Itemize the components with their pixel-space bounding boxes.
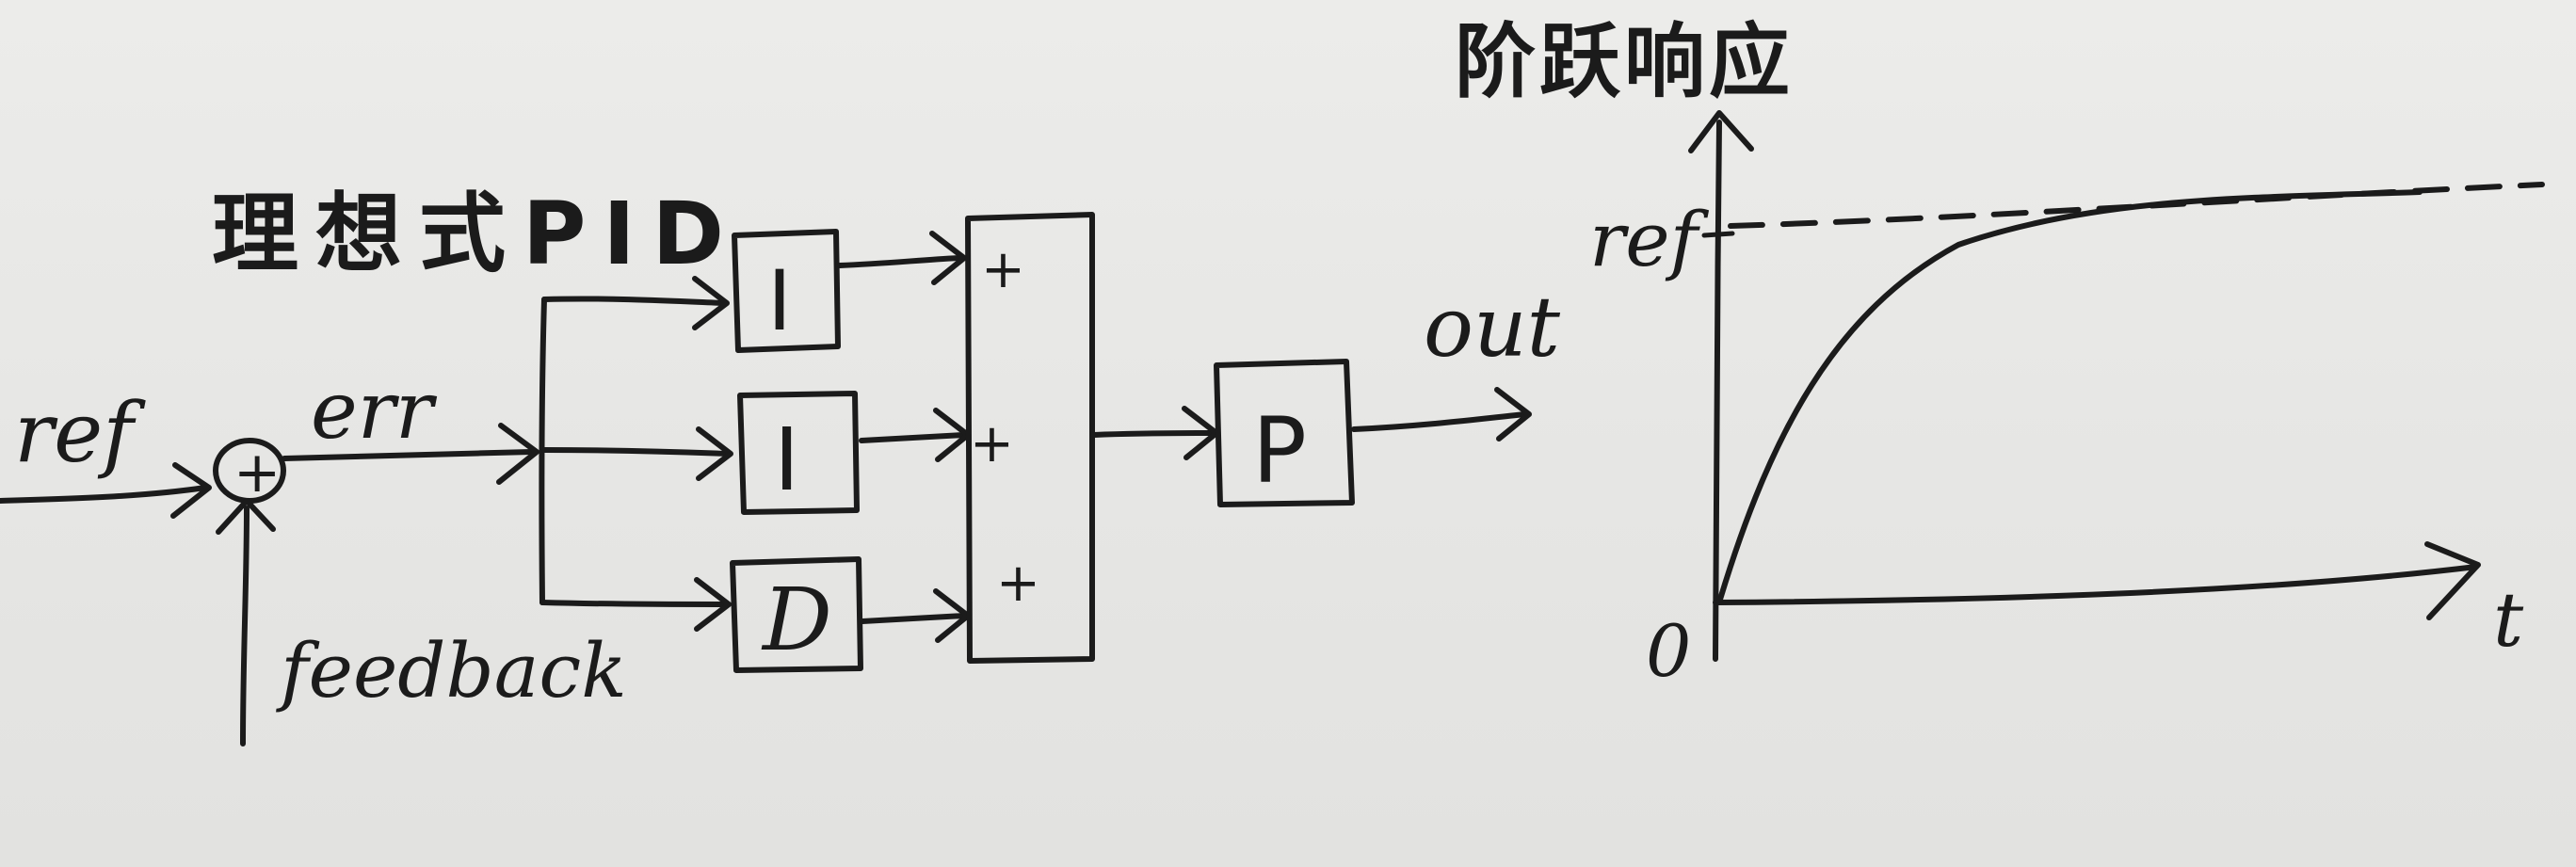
block-d: D bbox=[730, 556, 863, 673]
branch-arrow-i-mid bbox=[696, 426, 733, 481]
adder: + + + bbox=[965, 212, 1095, 664]
x-axis-label-t: t bbox=[2493, 576, 2524, 664]
x-axis bbox=[1713, 564, 2479, 605]
ref-arrowhead bbox=[170, 462, 212, 519]
arrow-p-out bbox=[1494, 387, 1532, 442]
block-i-top-label: I bbox=[767, 252, 792, 349]
block-i-mid-label: I bbox=[774, 409, 799, 510]
signal-label-err: err bbox=[311, 364, 438, 457]
err-line bbox=[282, 449, 535, 461]
branch-bus bbox=[539, 297, 547, 605]
block-i-top: I bbox=[732, 229, 841, 353]
branch-arrow-d bbox=[694, 577, 732, 632]
branch-line-d bbox=[539, 600, 728, 607]
edge-d-adder bbox=[860, 613, 967, 624]
summing-junction-sign: + bbox=[233, 440, 281, 506]
signal-label-out: out bbox=[1424, 279, 1561, 376]
arrow-i-top-adder bbox=[929, 231, 967, 285]
err-arrowhead bbox=[496, 423, 539, 485]
adder-sign-top: + bbox=[981, 239, 1025, 300]
x-axis-arrowhead bbox=[2424, 541, 2481, 620]
adder-sign-mid: + bbox=[970, 413, 1014, 474]
block-d-label: D bbox=[761, 570, 832, 670]
edge-p-out bbox=[1351, 411, 1528, 432]
block-p: P bbox=[1214, 359, 1355, 507]
diagram-title: 理想式PID bbox=[212, 184, 741, 284]
edge-i-top-adder bbox=[837, 255, 963, 268]
signal-label-ref: ref bbox=[14, 384, 146, 481]
edge-i-mid-adder bbox=[859, 432, 967, 443]
step-response-plot: 阶跃响应 ref 0 t bbox=[1455, 15, 2545, 693]
step-response-title: 阶跃响应 bbox=[1455, 15, 1794, 109]
ref-input-line bbox=[0, 485, 208, 504]
origin-label: 0 bbox=[1646, 609, 1691, 693]
ref-tick bbox=[1701, 231, 1735, 238]
block-p-label: P bbox=[1252, 398, 1307, 504]
branch-line-i-mid bbox=[541, 447, 730, 457]
branch-arrow-i-top bbox=[692, 276, 730, 330]
response-curve bbox=[1716, 189, 2423, 605]
y-axis-label-ref: ref bbox=[1589, 196, 1710, 283]
adder-sign-bottom: + bbox=[996, 553, 1040, 614]
block-i-mid: I bbox=[737, 391, 860, 515]
feedback-arrowhead bbox=[216, 498, 276, 535]
signal-label-feedback: feedback bbox=[276, 627, 627, 714]
y-axis bbox=[1713, 120, 1722, 662]
branch-line-i-top bbox=[541, 296, 726, 306]
y-axis-arrowhead bbox=[1688, 110, 1754, 153]
summing-junction: + bbox=[213, 438, 286, 506]
feedback-line bbox=[240, 506, 250, 747]
edge-adder-p bbox=[1091, 430, 1216, 438]
